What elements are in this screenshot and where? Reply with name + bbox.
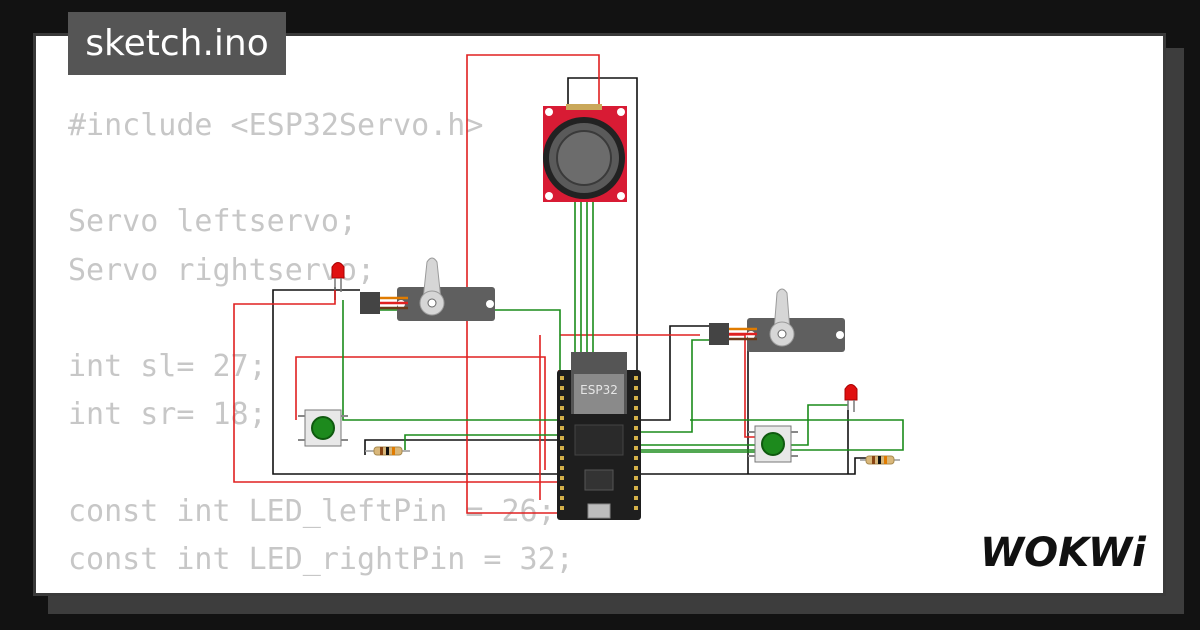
- logo-text: WOKWi: [980, 530, 1147, 576]
- code-line: #include <ESP32Servo.h>: [68, 108, 484, 143]
- code-preview: #include <ESP32Servo.h>Servo leftservo;S…: [68, 102, 574, 584]
- joystick-icon: [543, 104, 627, 202]
- servo-icon: [360, 257, 495, 321]
- wokwi-logo: WOKWi: [980, 530, 1147, 576]
- resistor-icon: [860, 455, 900, 465]
- pushbutton-icon: [748, 425, 798, 463]
- led-icon: [844, 384, 858, 412]
- code-line: int sr= 18;: [68, 397, 267, 433]
- pushbutton-icon: [298, 409, 348, 447]
- file-tab: sketch.ino: [68, 12, 286, 75]
- board-label: ESP32: [580, 383, 618, 397]
- code-line: const int LED_leftPin = 26;: [68, 493, 556, 529]
- servo-icon: [709, 288, 845, 352]
- led-icon: [331, 262, 345, 292]
- code-line: Servo leftservo;: [68, 204, 357, 240]
- esp32-board: ESP32: [557, 352, 641, 520]
- code-line: const int LED_rightPin = 32;: [68, 541, 574, 577]
- code-line: int sl= 27;: [68, 348, 267, 384]
- resistor-icon: [365, 446, 410, 456]
